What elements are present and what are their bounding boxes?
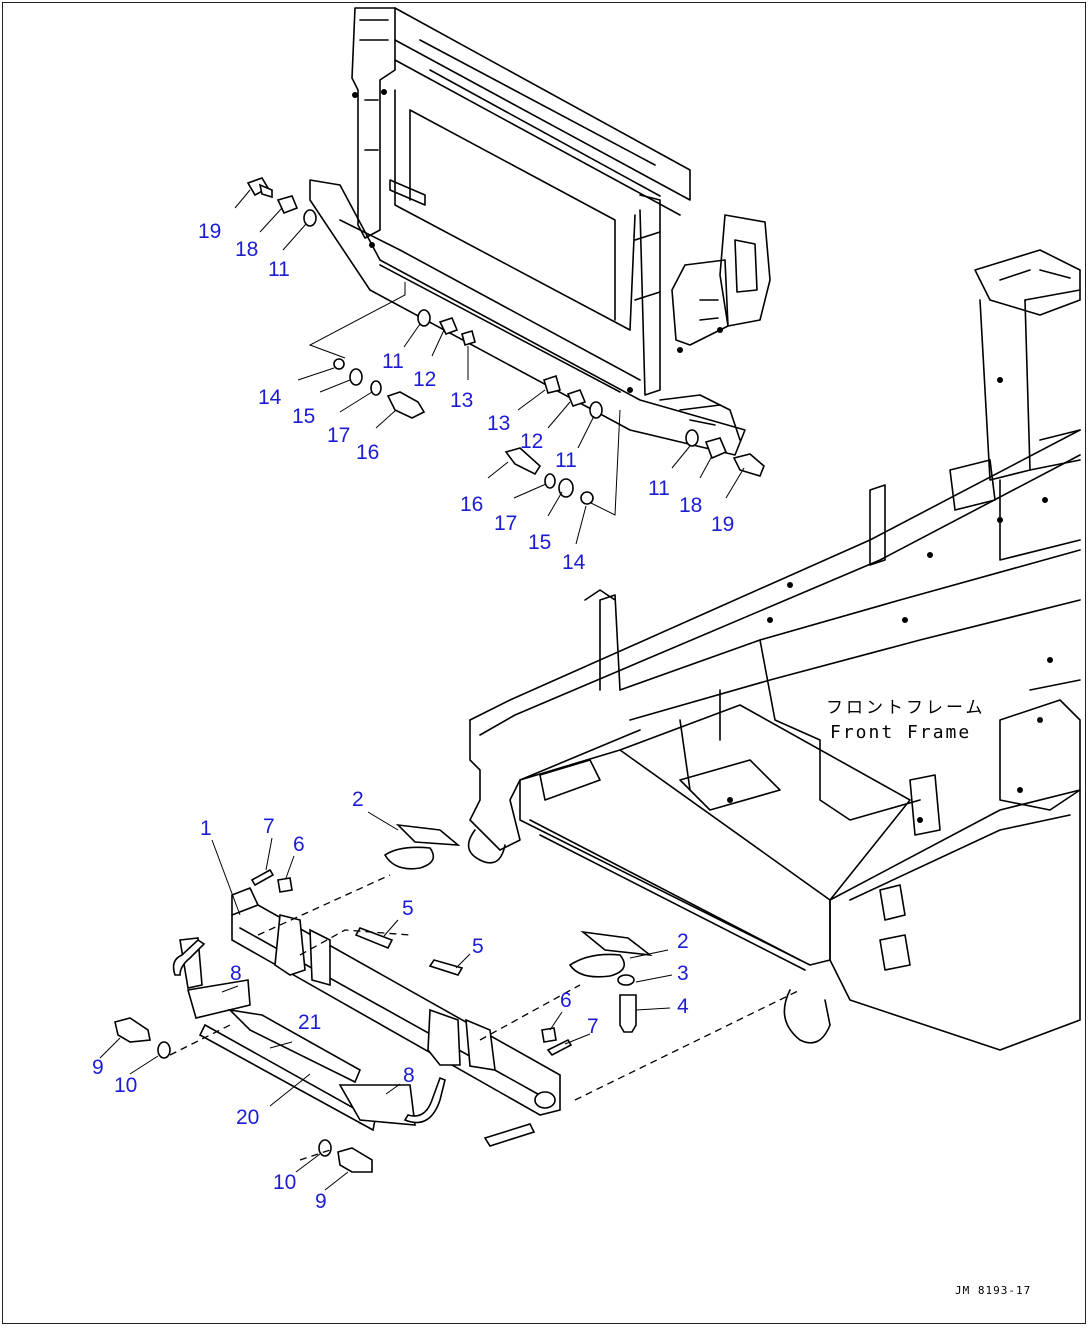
callout-12: 12 [520,430,543,453]
callout-11: 11 [382,350,404,373]
callout-14: 14 [562,551,586,574]
callout-2: 2 [352,788,364,811]
frame-label-english: Front Frame [830,722,971,743]
callout-10: 10 [273,1171,296,1194]
hitch-assembly [99,811,801,1191]
callout-8: 8 [230,962,242,985]
callout-2: 2 [677,930,689,953]
callout-11: 11 [268,258,290,281]
callout-6: 6 [560,989,572,1012]
callout-9: 9 [315,1190,327,1213]
callout-10: 10 [114,1074,137,1097]
callout-3: 3 [677,962,689,985]
frame-label: フロントフレーム Front Frame [826,698,986,743]
callout-8: 8 [403,1064,415,1087]
callout-9: 9 [92,1056,104,1079]
callout-7: 7 [263,815,275,838]
callout-16: 16 [460,493,483,516]
upper-hardware [234,177,765,545]
callout-15: 15 [528,531,551,554]
callout-19: 19 [711,513,734,536]
callout-15: 15 [292,405,315,428]
radiator-guard-frame [308,7,771,516]
callout-18: 18 [235,238,258,261]
callout-12: 12 [413,368,436,391]
callout-11: 11 [648,477,670,500]
callout-1: 1 [200,817,212,840]
drawing-code: JM 8193-17 [955,1284,1031,1297]
callout-11: 11 [555,449,577,472]
callout-14: 14 [258,386,282,409]
callout-16: 16 [356,441,379,464]
callout-20: 20 [236,1106,259,1129]
callout-21: 21 [298,1011,321,1034]
callout-6: 6 [293,833,305,856]
callout-5: 5 [472,935,484,958]
callout-4: 4 [677,995,689,1018]
callout-17: 17 [327,424,350,447]
front-frame [467,249,1081,1051]
callout-labels: 19 18 11 11 12 13 14 15 17 16 13 12 11 1… [92,220,734,1213]
callout-18: 18 [679,494,702,517]
callout-13: 13 [450,389,473,412]
callout-5: 5 [402,897,414,920]
callout-13: 13 [487,412,510,435]
callout-19: 19 [198,220,221,243]
callout-7: 7 [587,1015,599,1038]
frame-label-japanese: フロントフレーム [826,698,986,718]
callout-17: 17 [494,512,517,535]
